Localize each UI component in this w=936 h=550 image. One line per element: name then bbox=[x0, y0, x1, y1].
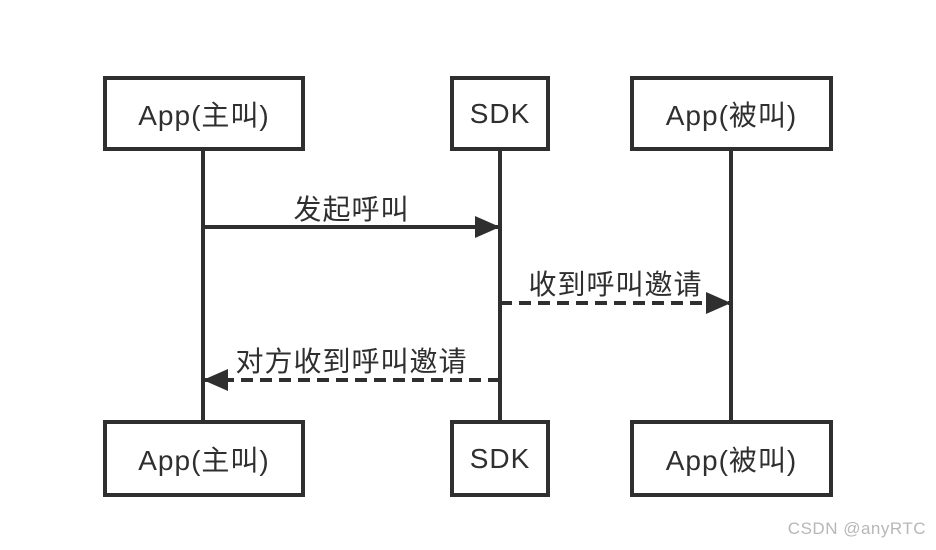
arrowhead-right-icon bbox=[706, 292, 731, 314]
actor-box-app-caller-bottom: App(主叫) bbox=[103, 420, 305, 497]
message-label-peer-received-invite: 对方收到呼叫邀请 bbox=[235, 346, 468, 377]
actor-box-sdk-bottom: SDK bbox=[450, 420, 550, 497]
message-line-initiate-call bbox=[203, 225, 500, 229]
actor-box-app-callee-bottom: App(被叫) bbox=[630, 420, 833, 497]
message-label-initiate-call: 发起呼叫 bbox=[293, 194, 410, 225]
arrowhead-right-icon bbox=[475, 216, 500, 238]
actor-label: SDK bbox=[469, 442, 531, 474]
message-label-receive-invite: 收到呼叫邀请 bbox=[528, 269, 703, 300]
watermark-csdn: CSDN @anyRTC bbox=[787, 519, 926, 538]
actor-box-sdk-top: SDK bbox=[450, 76, 550, 151]
actor-label: SDK bbox=[469, 97, 531, 129]
message-line-peer-received-invite bbox=[203, 378, 500, 382]
lifeline-app-caller bbox=[201, 150, 205, 421]
actor-box-app-callee-top: App(被叫) bbox=[630, 76, 833, 151]
lifeline-sdk bbox=[498, 150, 502, 421]
actor-label: App(主叫) bbox=[138, 99, 270, 131]
actor-box-app-caller-top: App(主叫) bbox=[103, 76, 305, 151]
actor-label: App(主叫) bbox=[138, 444, 270, 476]
lifeline-app-callee bbox=[729, 150, 733, 421]
actor-label: App(被叫) bbox=[665, 444, 798, 476]
message-line-receive-invite bbox=[500, 301, 731, 305]
arrowhead-left-icon bbox=[203, 369, 228, 391]
actor-label: App(被叫) bbox=[665, 99, 798, 131]
